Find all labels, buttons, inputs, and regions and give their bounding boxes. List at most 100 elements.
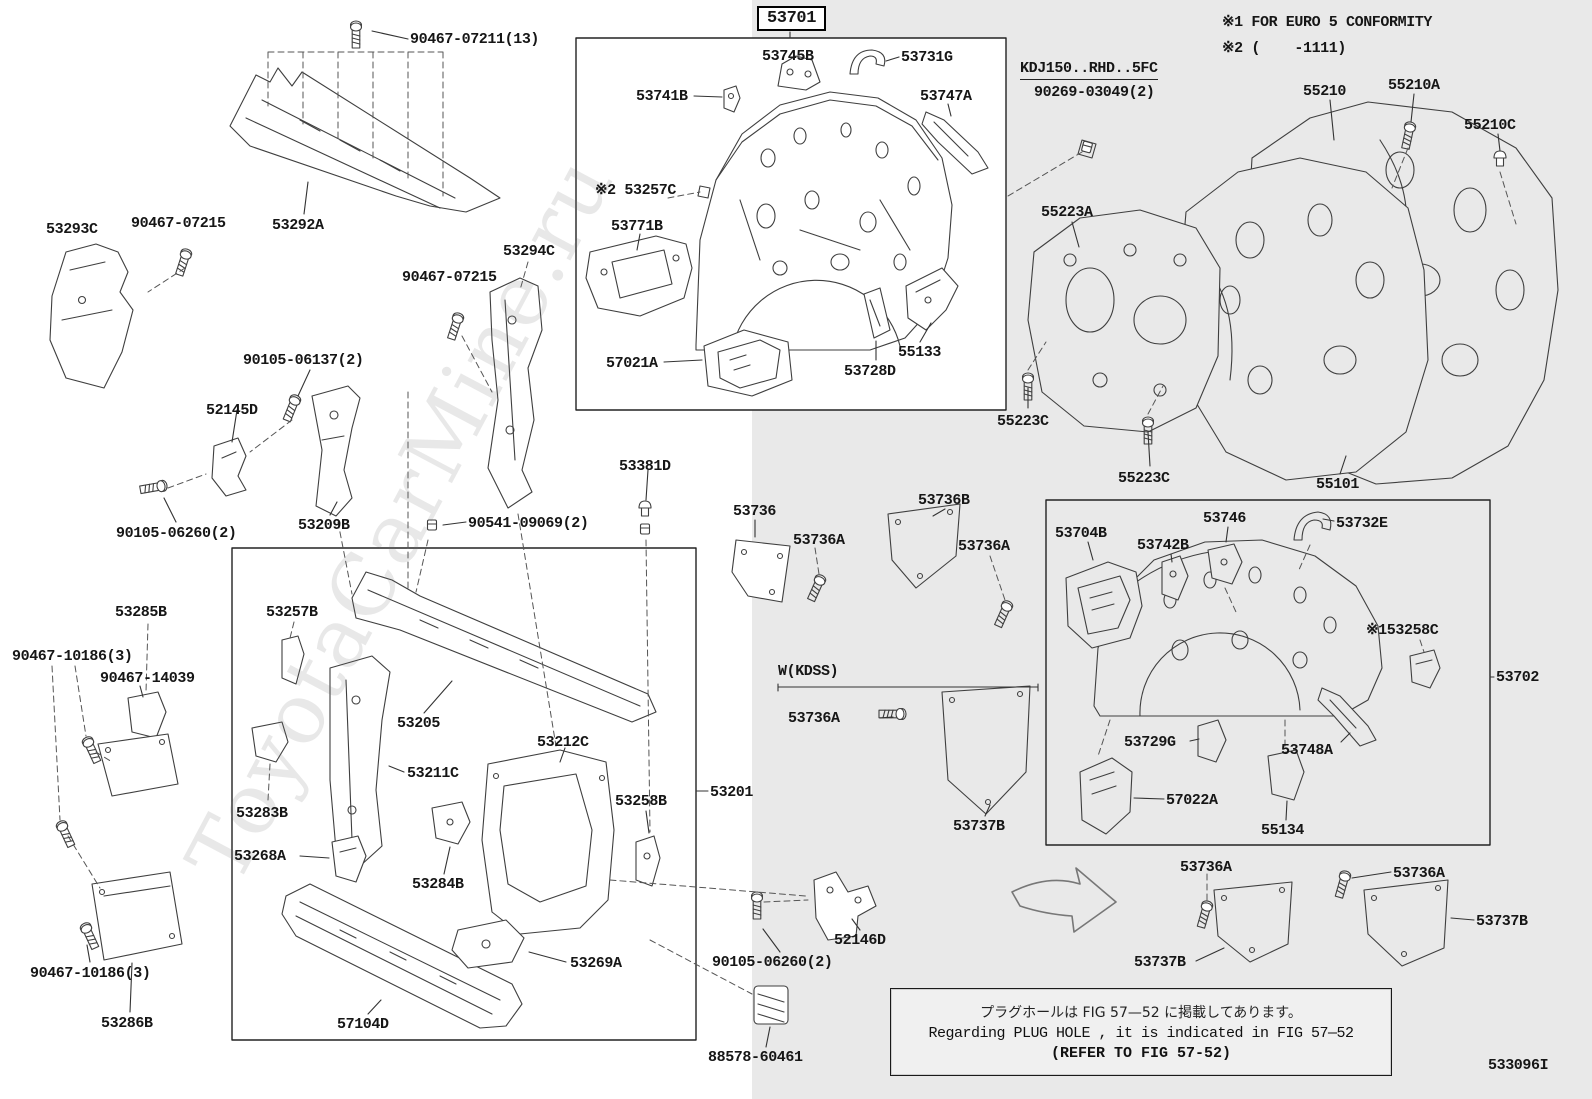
part-label: 53745B: [762, 48, 814, 65]
part-90467-14039-drawing: [127, 691, 167, 739]
part-label: KDJ150..RHD..5FC: [1020, 60, 1158, 80]
part-label: 53257B: [266, 604, 318, 621]
part-55223a-drawing: [1027, 209, 1221, 433]
part-55133-drawing: [905, 267, 959, 331]
part-label: 90467-07215: [131, 215, 226, 232]
part-label: 53747A: [920, 88, 972, 105]
part-53728d-drawing: [863, 287, 891, 339]
part-label: 90467-10186(3): [30, 965, 151, 982]
part-53258b-drawing: [635, 835, 661, 887]
part-53747a-drawing: [921, 111, 989, 175]
part-53212c-drawing: [481, 749, 615, 935]
part-label: 55210A: [1388, 77, 1440, 94]
part-53737b-lower2-drawing: [1363, 879, 1449, 967]
part-label: 53205: [397, 715, 441, 732]
part-label: 53736A: [1180, 859, 1232, 876]
part-57022a-drawing: [1079, 757, 1133, 835]
part-label: 88578-60461: [708, 1049, 803, 1066]
part-53731g-drawing: [849, 49, 886, 75]
part-label: 53269A: [570, 955, 622, 972]
part-label: 53729G: [1124, 734, 1176, 751]
part-label: 53294C: [503, 243, 555, 260]
part-label: 55223C: [997, 413, 1049, 430]
part-label: 52146D: [834, 932, 886, 949]
part-label: 57021A: [606, 355, 658, 372]
part-53285b-drawing: [97, 733, 179, 797]
part-label: 53746: [1203, 510, 1247, 527]
part-label: 53381D: [619, 458, 671, 475]
part-53732e-drawing: [1293, 511, 1332, 541]
solid-leader-lines: [86, 30, 1501, 1048]
part-57021a-drawing: [703, 329, 793, 397]
part-53746-drawing: [1207, 543, 1243, 585]
part-53211c-drawing: [329, 655, 391, 867]
plug-hole-note-en: Regarding PLUG HOLE , it is indicated in…: [928, 1025, 1354, 1042]
part-53742b-drawing: [1161, 555, 1189, 601]
part-52146d-drawing: [813, 871, 877, 941]
figure-code: 533096I: [1488, 1057, 1549, 1074]
part-label: 53736A: [788, 710, 840, 727]
part-label: 90105-06137(2): [243, 352, 364, 369]
part-label: 53742B: [1137, 537, 1189, 554]
part-53771b-drawing: [585, 235, 693, 317]
part-label: 53741B: [636, 88, 688, 105]
part-label: 53209B: [298, 517, 350, 534]
part-label: 53732E: [1336, 515, 1388, 532]
part-label: 90105-06260(2): [116, 525, 237, 542]
part-53704b-drawing: [1065, 561, 1143, 649]
part-label: 55134: [1261, 822, 1305, 839]
part-53269a-drawing: [451, 919, 525, 969]
direction-arrow: [1011, 867, 1117, 933]
part-label: 55223A: [1041, 204, 1093, 221]
part-label: 53736A: [958, 538, 1010, 555]
part-label: 53737B: [953, 818, 1005, 835]
plug-hole-note-jp: プラグホールは FIG 57—52 に掲載してあります。: [980, 1005, 1302, 1021]
part-label: 90541-09069(2): [468, 515, 589, 532]
part-label: 53268A: [234, 848, 286, 865]
part-label: 57022A: [1166, 792, 1218, 809]
part-53283b-drawing: [251, 721, 289, 763]
part-label: 53284B: [412, 876, 464, 893]
part-label: 53731G: [901, 49, 953, 66]
part-label: 52145D: [206, 402, 258, 419]
part-label: 53211C: [407, 765, 459, 782]
part-label: 57104D: [337, 1016, 389, 1033]
part-53258c-drawing: [1409, 649, 1441, 689]
part-label: 55101: [1316, 476, 1360, 493]
part-53205-drawing: [351, 571, 657, 723]
part-label: 53283B: [236, 805, 288, 822]
part-53745b-drawing: [777, 55, 821, 91]
part-label: 90467-10186(3): [12, 648, 133, 665]
part-label: 90269-03049(2): [1034, 84, 1155, 101]
part-53737b-lower1-drawing: [1213, 881, 1293, 963]
main-part-label: 53701: [757, 6, 827, 31]
part-label: ※1 FOR EURO 5 CONFORMITY: [1222, 14, 1433, 31]
part-label: 53212C: [537, 734, 589, 751]
part-label: 53736A: [1393, 865, 1445, 882]
part-label: 53201: [710, 784, 754, 801]
part-label: ※2 ( -1111): [1222, 40, 1346, 57]
part-52145d-drawing: [211, 437, 247, 497]
part-88578-60461-drawing: [753, 985, 789, 1025]
part-label: 53285B: [115, 604, 167, 621]
part-label: 53736A: [793, 532, 845, 549]
part-label: ※153258C: [1366, 622, 1439, 639]
part-label: 53737B: [1476, 913, 1528, 930]
part-label: 55210C: [1464, 117, 1516, 134]
part-label: 53728D: [844, 363, 896, 380]
part-label: 53771B: [611, 218, 663, 235]
part-label: W(KDSS): [778, 663, 839, 680]
part-label: 53704B: [1055, 525, 1107, 542]
part-label: 53736B: [918, 492, 970, 509]
part-label: 90105-06260(2): [712, 954, 833, 971]
part-57104d-drawing: [281, 883, 523, 1029]
plug-hole-note-ref: (REFER TO FIG 57-52): [1050, 1045, 1232, 1062]
part-label: 53292A: [272, 217, 324, 234]
part-label: 53748A: [1281, 742, 1333, 759]
part-label: 90467-07215: [402, 269, 497, 286]
part-53736b-drawing: [887, 503, 961, 589]
part-53293c-drawing: [49, 243, 134, 389]
